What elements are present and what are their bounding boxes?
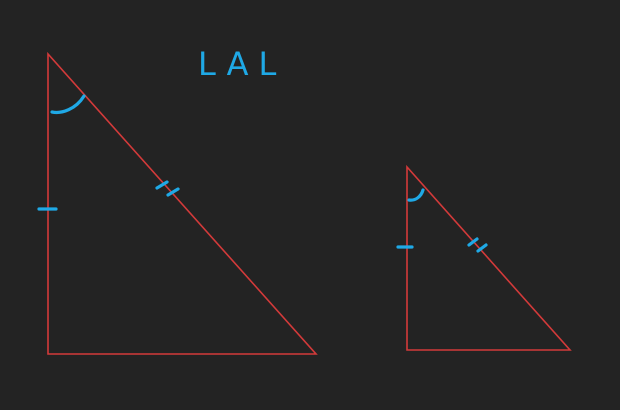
small-angle-arc-mark	[407, 188, 425, 202]
diagram-title: LAL	[198, 45, 286, 83]
large-angle-arc-mark	[50, 94, 86, 115]
large-right-triangle	[37, 51, 318, 355]
large-triangle-outline	[47, 51, 318, 355]
small-right-triangle	[396, 164, 572, 351]
small-triangle-outline	[406, 164, 572, 351]
small-hypotenuse-tick-1	[467, 237, 479, 247]
large-hypotenuse-double-tick-mark	[155, 180, 180, 197]
large-hypotenuse-tick-2	[166, 187, 180, 197]
large-hypotenuse-tick-1	[155, 180, 169, 190]
small-hypotenuse-double-tick-mark	[467, 237, 488, 253]
small-hypotenuse-tick-2	[476, 243, 488, 253]
